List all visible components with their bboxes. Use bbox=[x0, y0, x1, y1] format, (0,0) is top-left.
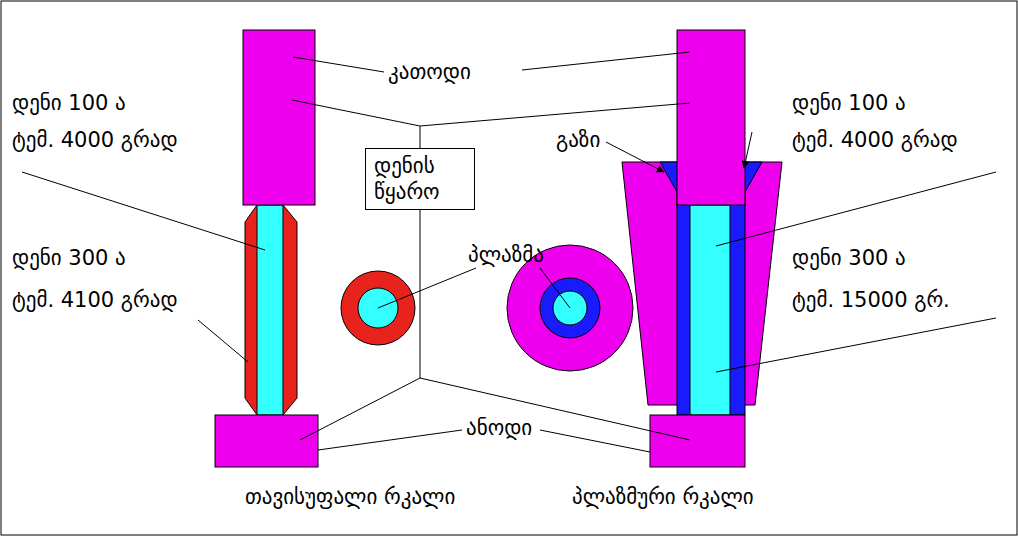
label-text: პლაზმური რკალი bbox=[572, 484, 754, 510]
node-text: დენის წყარო bbox=[374, 153, 440, 205]
leader-lines bbox=[22, 52, 996, 452]
label-text: ტემ. 4000 გრად bbox=[792, 127, 958, 153]
label-text: ტემ. 4000 გრად bbox=[12, 127, 178, 153]
label-text: დენი 100 ა bbox=[792, 90, 906, 116]
label-text: ტემ. 4100 გრად bbox=[12, 287, 178, 313]
label-text: დენი 100 ა bbox=[12, 90, 126, 116]
label-text: ტემ. 15000 გრ. bbox=[792, 287, 950, 313]
label-text: კათოდი bbox=[388, 59, 471, 85]
label-text: დენი 300 ა bbox=[792, 245, 906, 271]
power-source-box: დენის წყარო bbox=[365, 148, 475, 210]
anode bbox=[650, 415, 745, 467]
label-text: დენი 300 ა bbox=[12, 245, 126, 271]
label-text: ანოდი bbox=[466, 415, 532, 441]
label-text: თავისუფალი რკალი bbox=[245, 484, 455, 510]
cathode bbox=[243, 30, 315, 205]
label-text: გაზი bbox=[556, 127, 600, 153]
free-arc bbox=[215, 30, 318, 467]
anode bbox=[215, 415, 318, 467]
plasma-arc bbox=[622, 30, 782, 467]
label-text: პლაზმა bbox=[468, 242, 544, 268]
cathode bbox=[677, 30, 745, 205]
